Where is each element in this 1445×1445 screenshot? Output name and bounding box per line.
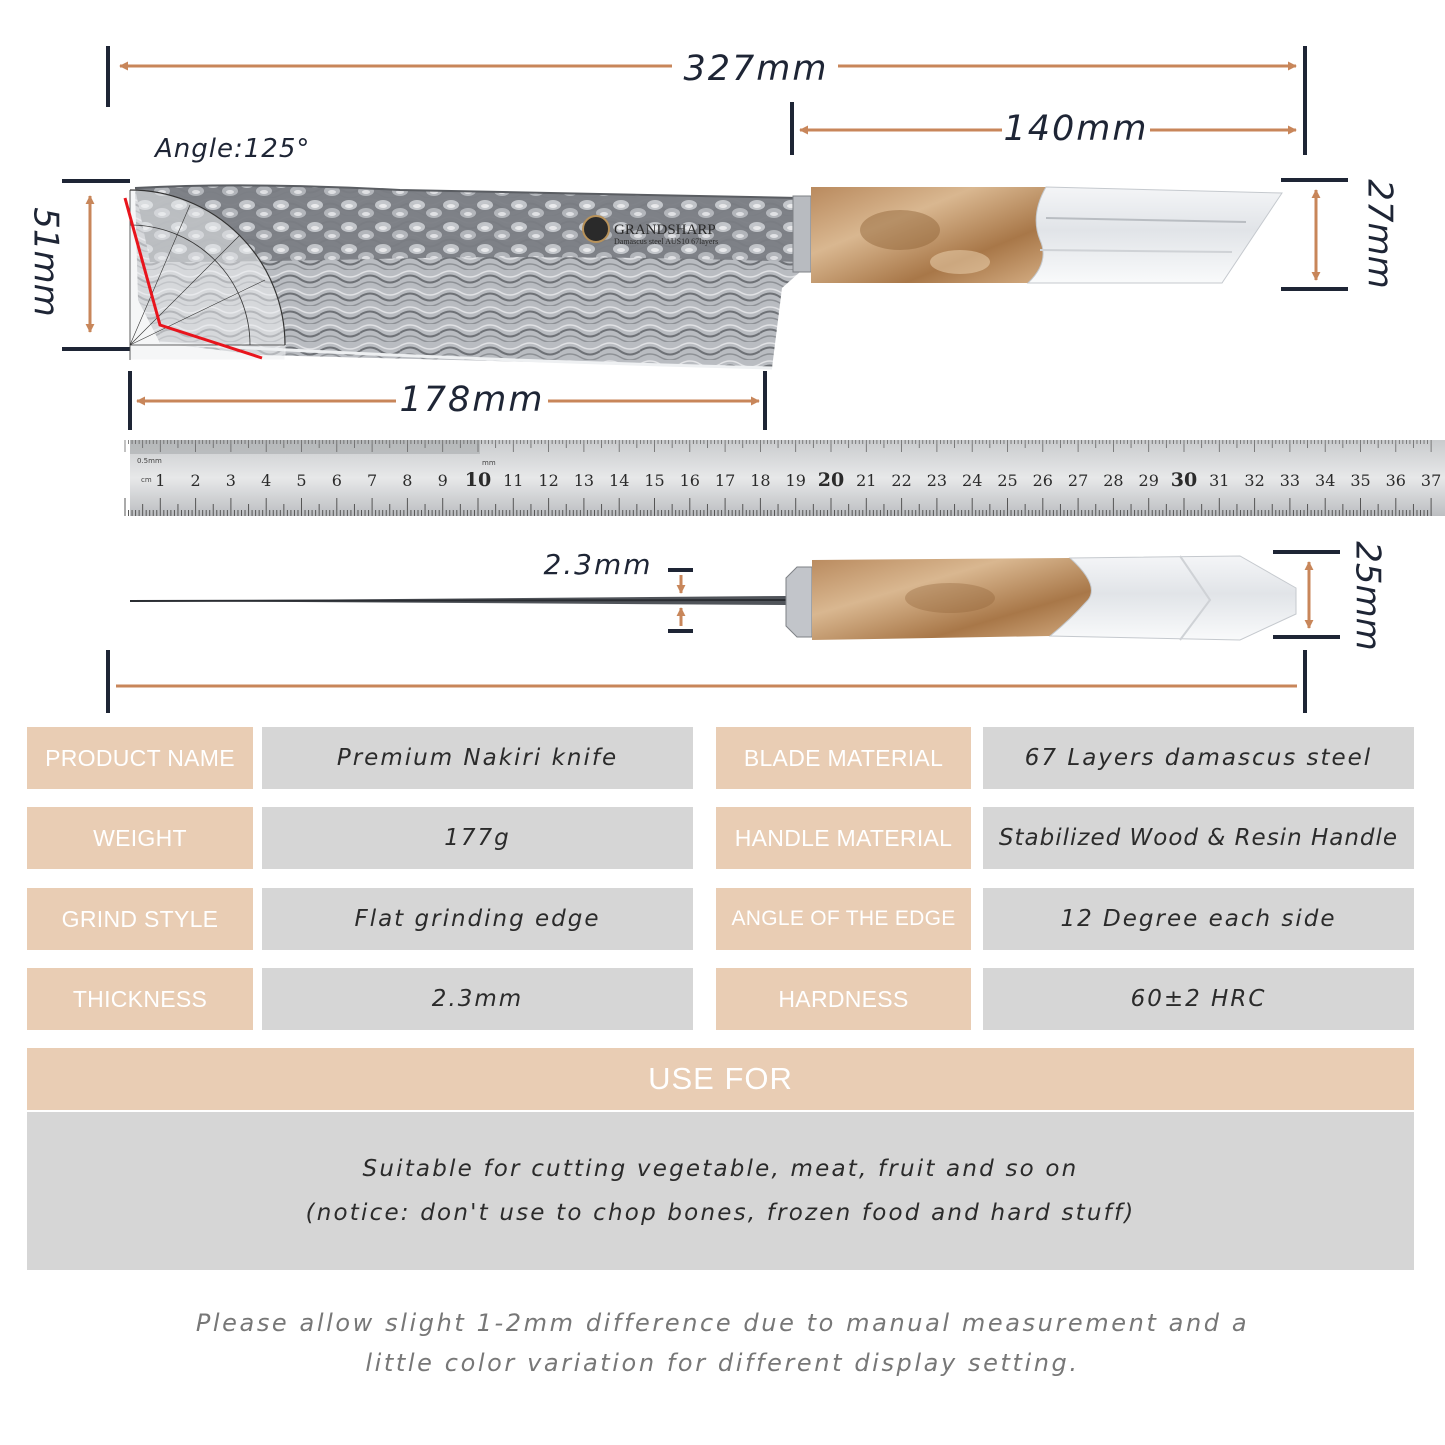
ruler-number: 29 xyxy=(1139,471,1159,490)
use-for-box: Suitable for cutting vegetable, meat, fr… xyxy=(27,1112,1414,1270)
grind-style-label: GRIND STYLE xyxy=(27,888,253,950)
note-line2: little color variation for different dis… xyxy=(365,1349,1080,1377)
ruler-number: 12 xyxy=(538,471,558,490)
ruler-number: 23 xyxy=(927,471,947,490)
ruler-number: 2 xyxy=(191,471,201,490)
use-for-line2: (notice: don't use to chop bones, frozen… xyxy=(305,1200,1136,1226)
blade-material-value: 67 Layers damascus steel xyxy=(983,727,1414,789)
ruler-number: 30 xyxy=(1171,469,1197,491)
hardness-label: HARDNESS xyxy=(716,968,971,1030)
knife-dimension-diagram: 327mm 140mm Angle:125° 51mm GRANDSHARP D… xyxy=(26,46,1445,713)
ruler-number: 20 xyxy=(818,469,844,491)
ruler-number: 7 xyxy=(367,471,377,490)
handle-length-label: 140mm xyxy=(1004,109,1149,149)
measurement-note: Please allow slight 1-2mm difference due… xyxy=(0,1303,1445,1383)
blade-logo-subtitle: Damascus steel AUS10 67layers xyxy=(614,237,718,246)
handle-length-dimension: 140mm xyxy=(790,102,1297,155)
ruler-number: 19 xyxy=(786,471,806,490)
ruler-number: 15 xyxy=(644,471,664,490)
ruler-number: 34 xyxy=(1315,471,1335,490)
ruler-number: 8 xyxy=(402,471,412,490)
ruler-number: 6 xyxy=(332,471,342,490)
ruler-number: 10 xyxy=(465,469,491,491)
handle-thickness-dimension: 25mm xyxy=(1273,541,1388,651)
ruler-number: 35 xyxy=(1350,471,1370,490)
use-for-title: USE FOR xyxy=(27,1048,1414,1110)
ruler-unit-mm: mm xyxy=(482,459,496,467)
ruler-number: 14 xyxy=(609,471,629,490)
thickness-spec-value: 2.3mm xyxy=(262,968,693,1030)
ruler-number: 3 xyxy=(226,471,236,490)
edge-angle-label: ANGLE OF THE EDGE xyxy=(716,888,971,950)
handle-material-label: HANDLE MATERIAL xyxy=(716,807,971,869)
ruler-number: 4 xyxy=(261,471,271,490)
weight-label: WEIGHT xyxy=(27,807,253,869)
hardness-value: 60±2 HRC xyxy=(983,968,1414,1030)
handle-thickness-label: 25mm xyxy=(1348,541,1388,651)
ruler-number: 32 xyxy=(1244,471,1264,490)
use-for-line1: Suitable for cutting vegetable, meat, fr… xyxy=(362,1156,1079,1182)
product-name-value: Premium Nakiri knife xyxy=(262,727,693,789)
handle-height-dimension: 27mm xyxy=(1281,178,1400,291)
blade-height-label: 51mm xyxy=(26,207,66,317)
ruler-number: 28 xyxy=(1103,471,1123,490)
protractor xyxy=(123,189,286,361)
ruler-number: 24 xyxy=(962,471,982,490)
ruler-number: 1 xyxy=(155,471,165,490)
ruler-number: 26 xyxy=(1033,471,1053,490)
ruler-number: 16 xyxy=(680,471,700,490)
blade-length-dimension: 178mm xyxy=(128,371,767,430)
weight-value: 177g xyxy=(262,807,693,869)
ruler-unit-top: 0.5mm xyxy=(137,457,162,465)
ruler-number: 9 xyxy=(438,471,448,490)
blade-height-dimension: 51mm xyxy=(26,179,130,351)
blade-length-label: 178mm xyxy=(400,380,545,420)
ruler-number: 11 xyxy=(503,471,523,490)
handle-height-label: 27mm xyxy=(1360,179,1400,289)
ruler-number: 5 xyxy=(296,471,306,490)
thickness-label: 2.3mm xyxy=(543,548,652,581)
ruler-number: 22 xyxy=(891,471,911,490)
knife-top-view xyxy=(129,555,1297,641)
ruler-number: 18 xyxy=(750,471,770,490)
ruler-number: 37 xyxy=(1421,471,1441,490)
handle-material-value: Stabilized Wood & Resin Handle xyxy=(983,807,1414,869)
ruler-unit-cm: cm xyxy=(141,476,152,484)
knife-side-view: GRANDSHARP Damascus steel AUS10 67layers xyxy=(134,184,1283,370)
ruler-ticks xyxy=(124,440,1432,516)
ruler-number: 13 xyxy=(574,471,594,490)
grind-style-value: Flat grinding edge xyxy=(262,888,693,950)
blade-logo-brand: GRANDSHARP xyxy=(614,222,716,238)
edge-angle-lines xyxy=(123,197,263,360)
product-name-label: PRODUCT NAME xyxy=(27,727,253,789)
ruler-number: 21 xyxy=(856,471,876,490)
edge-angle-value: 12 Degree each side xyxy=(983,888,1414,950)
total-length-label: 327mm xyxy=(684,49,829,89)
note-line1: Please allow slight 1-2mm difference due… xyxy=(195,1309,1250,1337)
thickness-spec-label: THICKNESS xyxy=(27,968,253,1030)
ruler-number: 17 xyxy=(715,471,735,490)
blade-material-label: BLADE MATERIAL xyxy=(716,727,971,789)
ruler-number: 27 xyxy=(1068,471,1088,490)
thickness-dimension: 2.3mm xyxy=(543,548,693,633)
ruler-number: 31 xyxy=(1209,471,1229,490)
total-length-dimension: 327mm xyxy=(106,46,1307,155)
ruler-number: 25 xyxy=(997,471,1017,490)
ruler-number: 36 xyxy=(1386,471,1406,490)
bottom-length-line xyxy=(106,650,1307,713)
ruler-number: 33 xyxy=(1280,471,1300,490)
angle-label: Angle:125° xyxy=(153,134,310,164)
